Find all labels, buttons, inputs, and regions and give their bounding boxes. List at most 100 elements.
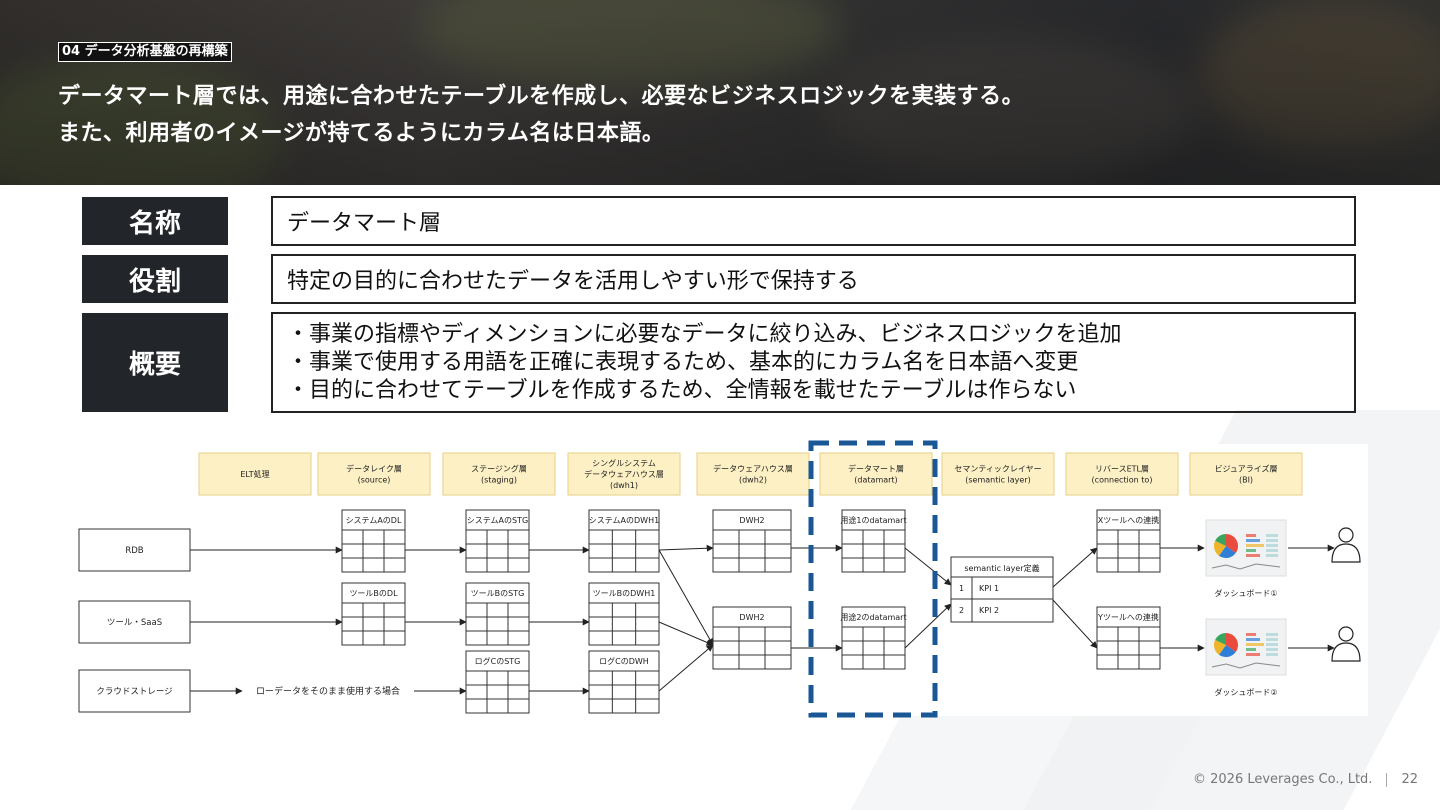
reverse-etl-table-grid xyxy=(1096,529,1161,573)
layer-header-text: データレイク層 xyxy=(346,464,402,474)
bar-mark xyxy=(1246,633,1256,636)
dwh1-table-title: ログCのDWH xyxy=(599,656,649,666)
dl-table-grid xyxy=(341,529,406,573)
source-label: RDB xyxy=(125,546,143,556)
page-number: 22 xyxy=(1401,772,1418,787)
bar-mark xyxy=(1266,539,1278,542)
layer-header-text: (BI) xyxy=(1239,476,1253,485)
layer-header-box xyxy=(1065,452,1179,496)
semantic-layer-title: semantic layer定義 xyxy=(964,563,1039,573)
reverse-etl-table-grid xyxy=(1096,626,1161,670)
bar-mark xyxy=(1266,653,1278,656)
bar-mark xyxy=(1266,633,1278,636)
bar-mark xyxy=(1246,544,1264,547)
flow-arrow xyxy=(904,603,952,649)
datamart-table-title: 用途1のdatamart xyxy=(840,515,906,525)
source-box xyxy=(78,600,191,644)
semantic-row-number: 1 xyxy=(959,584,964,593)
trend-line xyxy=(1211,563,1281,570)
bar-mark xyxy=(1246,648,1256,651)
dl-table-title: ツールBのDL xyxy=(349,589,398,598)
pie-slice xyxy=(1218,645,1236,658)
bar-mark xyxy=(1266,648,1278,651)
layer-header-text: データウェアハウス層 xyxy=(713,464,793,474)
hero-banner: 04 データ分析基盤の再構築 データマート層では、用途に合わせたテーブルを作成し… xyxy=(0,0,1440,185)
datamart-highlight-frame xyxy=(808,440,938,718)
pie-slice xyxy=(1218,546,1236,558)
layer-header-text: ビジュアライズ層 xyxy=(1214,464,1277,474)
label-role: 役割 xyxy=(82,255,228,303)
pie-slice xyxy=(1214,639,1226,655)
pie-slice xyxy=(1215,633,1226,645)
dl-table-title: システムAのDL xyxy=(346,516,402,525)
source-box xyxy=(78,669,191,713)
layer-header-text: データウェアハウス層 xyxy=(584,469,664,479)
bar-mark xyxy=(1246,539,1260,542)
layer-header-text: (datamart) xyxy=(854,476,897,485)
layer-header-box xyxy=(198,452,312,496)
layer-header-box xyxy=(819,452,933,496)
flow-arrow xyxy=(1052,599,1098,649)
user-icon xyxy=(1331,626,1361,662)
bar-mark xyxy=(1246,653,1260,656)
stg-table-grid xyxy=(465,670,530,714)
headline-line-1: データマート層では、用途に合わせたテーブルを作成し、必要なビジネスロジックを実装… xyxy=(58,84,1025,109)
layer-header-text: ELT処理 xyxy=(240,469,269,479)
reverse-etl-table-title: Xツールへの連携 xyxy=(1098,515,1159,525)
dashboard-thumbnail xyxy=(1205,618,1287,676)
bar-mark xyxy=(1266,643,1278,646)
dwh1-table-title: システムAのDWH1 xyxy=(589,516,659,525)
headline: データマート層では、用途に合わせたテーブルを作成し、必要なビジネスロジックを実装… xyxy=(58,78,1024,152)
dwh1-table-title: ツールBのDWH1 xyxy=(593,589,656,598)
bar-mark xyxy=(1266,554,1278,557)
stg-table-title: システムAのSTG xyxy=(467,516,528,525)
bar-mark xyxy=(1246,643,1264,646)
bar-mark xyxy=(1246,534,1256,537)
bar-mark xyxy=(1246,549,1256,552)
dl-table-grid xyxy=(341,602,406,646)
layer-header-text: シングルシステム xyxy=(592,458,656,468)
bar-mark xyxy=(1266,534,1278,537)
overview-line-3: ・目的に合わせてテーブルを作成するため、全情報を載せたテーブルは作らない xyxy=(287,377,1077,403)
bar-mark xyxy=(1246,638,1260,641)
layer-header-box xyxy=(1189,452,1303,496)
headline-line-2: また、利用者のイメージが持てるようにカラム名は日本語。 xyxy=(58,121,665,146)
flow-arrow xyxy=(658,621,714,646)
bar-mark xyxy=(1266,638,1278,641)
flow-arrow xyxy=(904,547,952,586)
value-role: 特定の目的に合わせたデータを活用しやすい形で保持する xyxy=(271,254,1356,304)
dashboard-thumbnail xyxy=(1205,519,1287,577)
raw-data-note: ローデータをそのまま使用する場合 xyxy=(256,685,400,697)
value-overview: ・事業の指標やディメンションに必要なデータに絞り込み、ビジネスロジックを追加 ・… xyxy=(271,312,1356,413)
flow-arrow xyxy=(1052,547,1098,588)
stg-table-grid xyxy=(465,529,530,573)
source-label: クラウドストレージ xyxy=(96,687,172,697)
semantic-row-kpi: KPI 1 xyxy=(979,584,999,593)
layer-header-text: (source) xyxy=(358,476,391,485)
dwh2-table-title: DWH2 xyxy=(739,613,764,622)
dwh2-table-grid xyxy=(712,529,792,573)
source-box xyxy=(78,528,191,572)
layer-header-box xyxy=(317,452,431,496)
layer-header-text: リバースETL層 xyxy=(1095,465,1149,474)
trend-line xyxy=(1211,662,1281,669)
datamart-table-title: 用途2のdatamart xyxy=(840,612,906,622)
pie-slice xyxy=(1215,534,1226,546)
layer-header-text: データマート層 xyxy=(848,464,904,474)
semantic-row-kpi: KPI 2 xyxy=(979,606,999,615)
layer-header-text: (dwh2) xyxy=(739,476,767,485)
flow-arrow xyxy=(658,644,714,692)
user-icon xyxy=(1331,527,1361,563)
datamart-table-grid xyxy=(841,626,906,670)
layer-header-text: ステージング層 xyxy=(471,464,527,474)
layer-header-text: (connection to) xyxy=(1092,476,1153,485)
layer-header-text: (dwh1) xyxy=(610,481,638,490)
semantic-row-number: 2 xyxy=(959,606,964,615)
footer: © 2026 Leverages Co., Ltd.22 xyxy=(1193,772,1418,787)
overview-line-2: ・事業で使用する用語を正確に表現するため、基本的にカラム名を日本語へ変更 xyxy=(287,349,1079,375)
stg-table-title: ログCのSTG xyxy=(475,656,521,666)
dashboard-label: ダッシュボード② xyxy=(1214,687,1277,697)
source-label: ツール・SaaS xyxy=(107,618,162,628)
dashboard-label: ダッシュボード① xyxy=(1214,588,1277,598)
